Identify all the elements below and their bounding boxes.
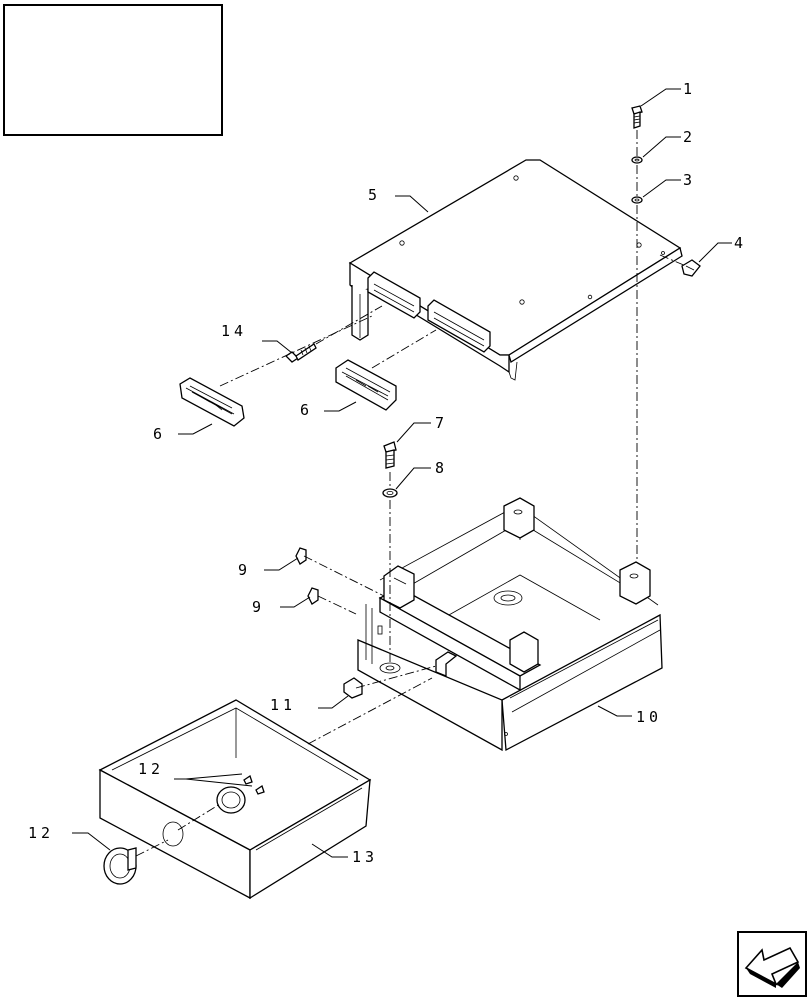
callout-3: 3	[683, 171, 696, 189]
callout-12-inner: 12	[138, 760, 164, 778]
callout-5: 5	[368, 186, 381, 204]
bolt-7	[383, 441, 397, 469]
washer-3	[631, 196, 643, 204]
bolt-1	[631, 105, 643, 129]
screw-14	[284, 343, 317, 363]
clip-11	[343, 677, 363, 699]
callout-1: 1	[683, 80, 696, 98]
callout-9-lower: 9	[252, 598, 265, 616]
cover-panel	[348, 159, 683, 381]
vent-grille-left	[179, 377, 245, 427]
callout-11: 11	[270, 696, 296, 714]
drawer	[98, 699, 372, 900]
callout-2: 2	[683, 128, 696, 146]
vent-grille-right	[335, 359, 397, 411]
callout-6-right: 6	[300, 401, 313, 419]
callout-9-upper: 9	[238, 561, 251, 579]
assembly-lines	[135, 130, 687, 857]
clip-9-lower	[307, 587, 319, 605]
latch-knob-12	[103, 847, 137, 885]
next-page-arrow-icon[interactable]	[737, 931, 807, 997]
base-box	[357, 497, 663, 752]
callout-7: 7	[435, 414, 448, 432]
clip-9-upper	[295, 547, 307, 565]
title-frame	[3, 4, 223, 136]
callout-14: 14	[221, 322, 247, 340]
callout-labels: 1 2 3 4 5 14 6 6 7 8 9 9 11 10 12 12 13	[28, 80, 747, 866]
callout-10: 10	[636, 708, 662, 726]
callout-6-left: 6	[153, 425, 166, 443]
callout-13: 13	[352, 848, 378, 866]
clip-nut-4	[681, 259, 701, 277]
callout-4: 4	[734, 234, 747, 252]
washer-8	[382, 488, 398, 498]
callout-8: 8	[435, 459, 448, 477]
leader-lines	[72, 88, 732, 858]
callout-12-outer: 12	[28, 824, 54, 842]
